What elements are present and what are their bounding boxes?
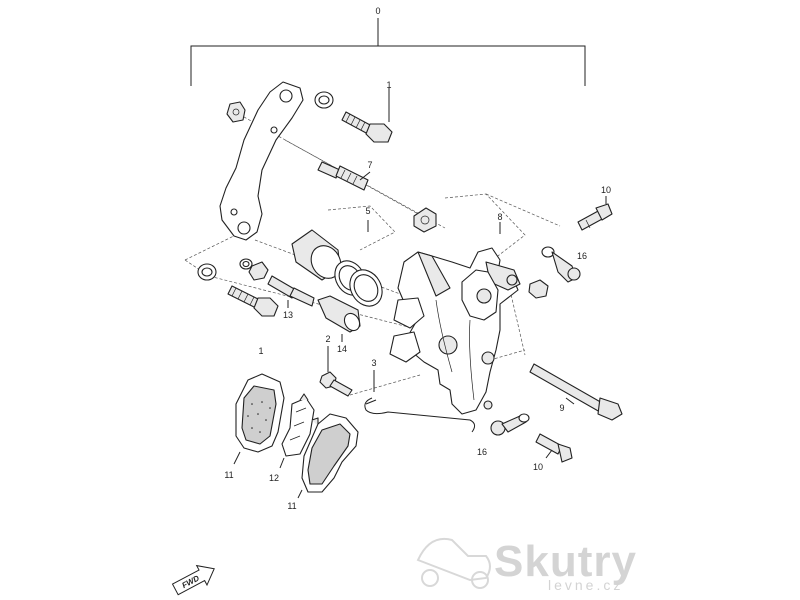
bleeder-10-lower bbox=[535, 433, 573, 463]
label-1-top: 1 bbox=[386, 80, 391, 90]
label-2: 2 bbox=[325, 334, 330, 344]
mounting-bracket bbox=[219, 81, 304, 241]
cap-right bbox=[528, 279, 549, 299]
piston-5 bbox=[291, 220, 369, 281]
watermark-logo: Skutry levne.cz bbox=[416, 537, 637, 593]
spring-3 bbox=[364, 370, 476, 433]
label-10-top: 10 bbox=[601, 185, 611, 195]
label-5: 5 bbox=[365, 206, 370, 216]
pin-9 bbox=[529, 363, 623, 421]
watermark-brand: Skutry bbox=[494, 537, 637, 586]
brake-pad-11-left bbox=[233, 373, 285, 465]
bolt-2 bbox=[319, 346, 353, 397]
washer-left bbox=[197, 263, 217, 281]
label-0: 0 bbox=[375, 6, 380, 16]
bushing-14 bbox=[317, 295, 361, 342]
label-10-lower: 10 bbox=[533, 462, 543, 472]
label-9: 9 bbox=[559, 403, 564, 413]
label-11-left: 11 bbox=[224, 470, 233, 480]
bleeder-10-top bbox=[577, 196, 613, 231]
bleeder-cap-16-lower bbox=[490, 413, 530, 436]
pad-spring-clip-12 bbox=[279, 393, 319, 469]
label-8: 8 bbox=[497, 212, 502, 222]
label-1-lower: 1 bbox=[258, 346, 263, 356]
pad-friction-dots bbox=[247, 401, 271, 433]
watermark-sub: levne.cz bbox=[548, 577, 623, 593]
label-12: 12 bbox=[269, 473, 279, 483]
label-3: 3 bbox=[371, 358, 376, 368]
brake-pad-11-right bbox=[297, 413, 359, 499]
nut-top bbox=[226, 101, 246, 123]
label-16-lower: 16 bbox=[477, 447, 487, 457]
nut-left bbox=[248, 261, 269, 281]
washer-small bbox=[239, 258, 253, 270]
washer-top bbox=[314, 91, 334, 109]
bleeder-cap-16-top bbox=[541, 246, 581, 283]
label-13: 13 bbox=[283, 310, 293, 320]
bushing-8 bbox=[413, 207, 501, 234]
seal-ring-b bbox=[349, 269, 383, 307]
scooter-icon bbox=[416, 538, 491, 589]
fwd-arrow-icon: FWD bbox=[171, 564, 215, 596]
label-7: 7 bbox=[367, 160, 372, 170]
assembly-bracket bbox=[190, 18, 586, 86]
pin-13 bbox=[267, 275, 315, 308]
stud-7 bbox=[317, 161, 371, 191]
label-14: 14 bbox=[337, 344, 347, 354]
label-16-top: 16 bbox=[577, 251, 587, 261]
label-11-right: 11 bbox=[287, 501, 296, 511]
bolt-1-lower bbox=[227, 285, 279, 317]
caliper-body-8 bbox=[389, 247, 521, 415]
bolt-1-top bbox=[341, 88, 393, 143]
